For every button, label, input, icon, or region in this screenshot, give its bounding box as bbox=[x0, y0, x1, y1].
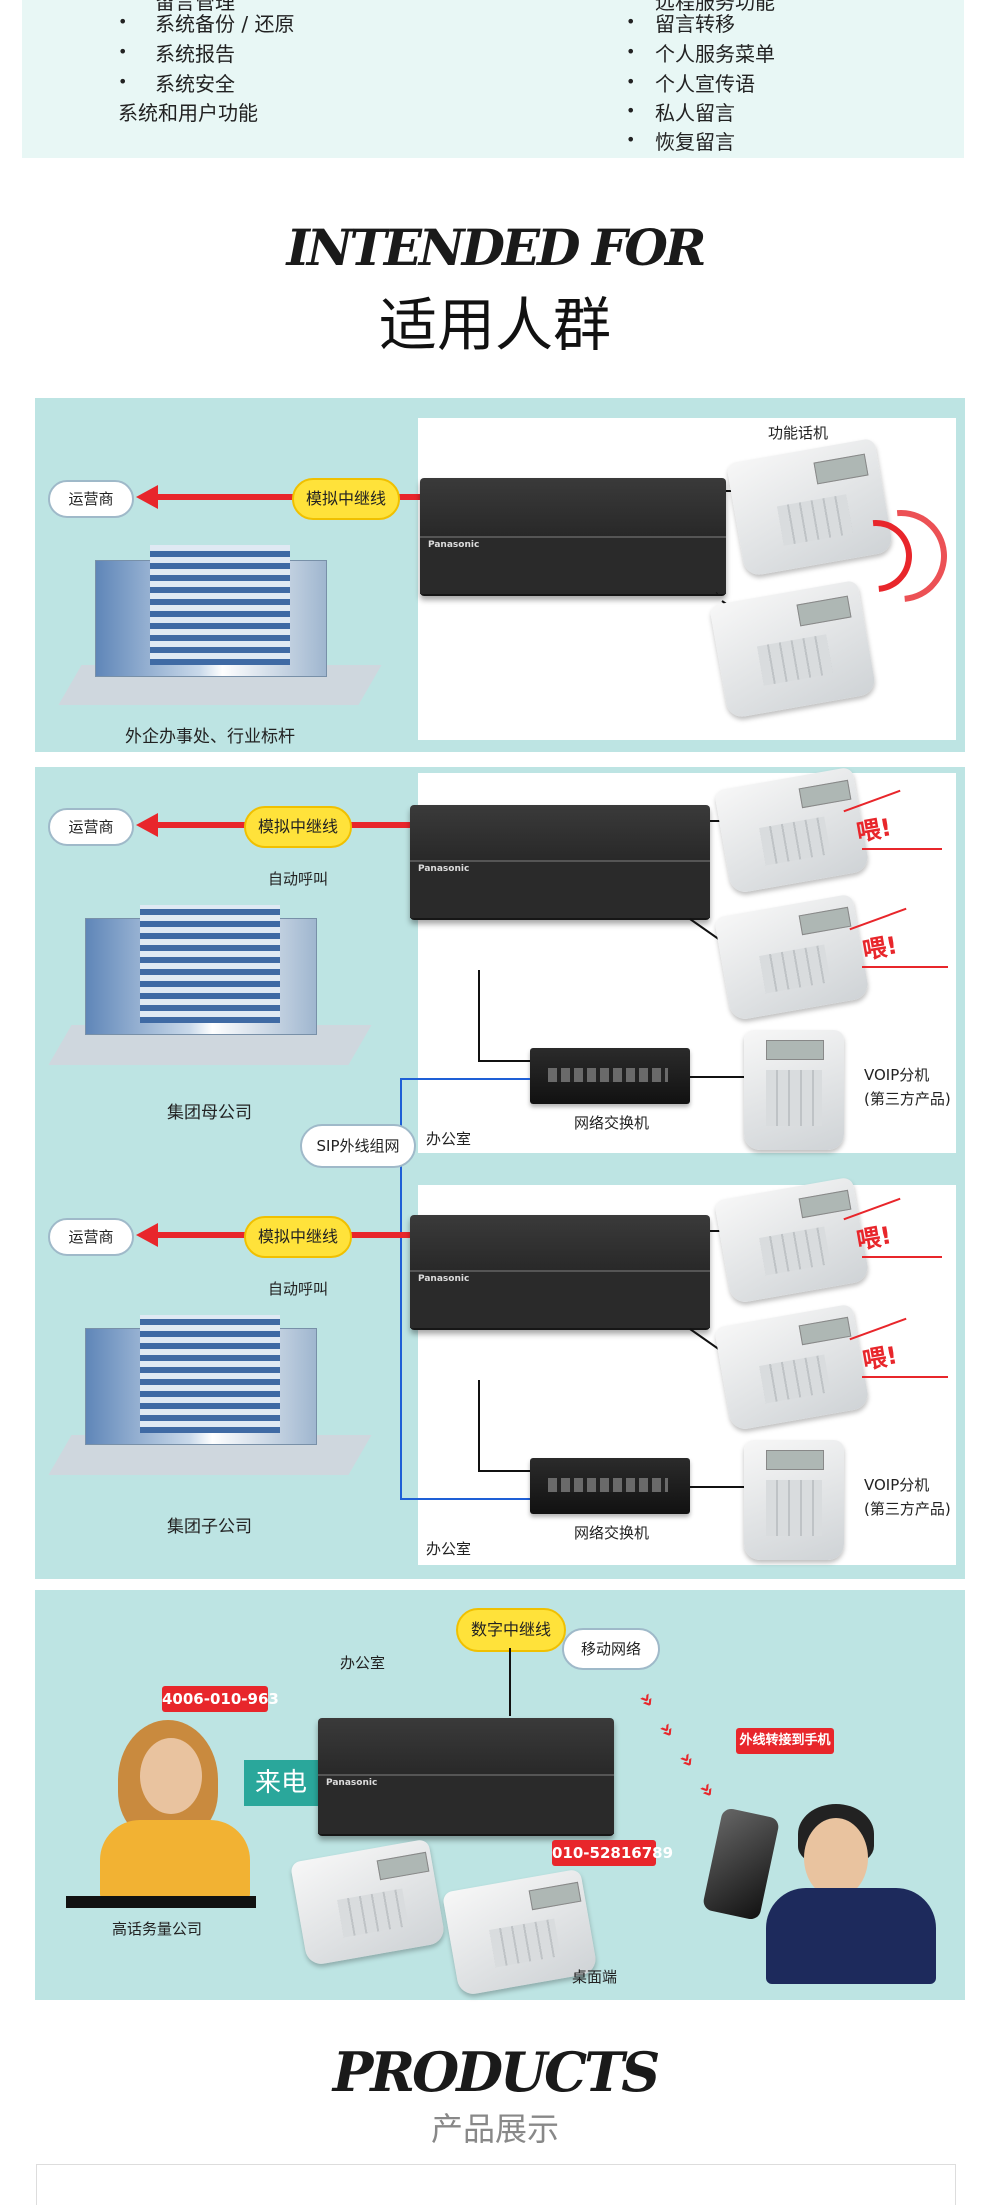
bullet: • bbox=[626, 101, 636, 120]
feature-item: 私人留言 bbox=[655, 101, 735, 125]
ringing-text: 喂! bbox=[860, 931, 900, 965]
sip-link-line bbox=[400, 1078, 530, 1080]
products-heading-english: PRODUCTS bbox=[332, 2040, 661, 2104]
bullet: • bbox=[626, 12, 636, 31]
office-label: 办公室 bbox=[340, 1654, 386, 1672]
feature-group-title: 系统和用户功能 bbox=[118, 101, 258, 125]
feature-item: 个人宣传语 bbox=[655, 72, 755, 96]
pbx-brand: Panasonic bbox=[326, 1778, 378, 1788]
ringing-text: 喂! bbox=[854, 1221, 894, 1255]
heading-chinese: 适用人群 bbox=[378, 291, 611, 359]
product-list-container bbox=[36, 2164, 956, 2205]
woman-face bbox=[140, 1738, 202, 1814]
connector-line bbox=[690, 1076, 744, 1078]
sip-link-line bbox=[400, 1498, 530, 1500]
man-suit bbox=[766, 1888, 936, 1984]
building-tower bbox=[150, 545, 290, 665]
ringing-mark bbox=[862, 848, 942, 850]
branch-label: 集团子公司 bbox=[167, 1517, 252, 1537]
phone-keypad bbox=[766, 1480, 822, 1536]
products-heading-chinese: 产品展示 bbox=[430, 2110, 559, 2148]
digital-trunk-cloud: 数字中继线 bbox=[456, 1608, 566, 1652]
desktop-label: 桌面端 bbox=[572, 1968, 618, 1986]
auto-call-label: 自动呼叫 bbox=[268, 870, 329, 888]
pbx-brand: Panasonic bbox=[418, 864, 470, 874]
ringing-mark bbox=[862, 1256, 942, 1258]
building-tower bbox=[140, 1315, 280, 1433]
phone-screen bbox=[766, 1450, 824, 1470]
scene-caption: 外企办事处、行业标杆 bbox=[125, 727, 295, 747]
red-arrow-head bbox=[136, 485, 158, 509]
red-arrow-head bbox=[136, 813, 158, 837]
pbx-front-panel bbox=[318, 1774, 614, 1834]
connector-line bbox=[478, 1060, 530, 1062]
office-label: 办公室 bbox=[426, 1130, 472, 1148]
bullet: • bbox=[118, 12, 128, 31]
trunk-cloud: 模拟中继线 bbox=[244, 806, 352, 848]
building-tower bbox=[140, 905, 280, 1023]
voip-sublabel: (第三方产品) bbox=[864, 1500, 951, 1518]
heading-english: INTENDED FOR bbox=[286, 218, 707, 277]
switch-label: 网络交换机 bbox=[574, 1114, 650, 1132]
feature-item: 系统安全 bbox=[155, 72, 235, 96]
voip-label: VOIP分机 bbox=[864, 1066, 930, 1084]
auto-call-label: 自动呼叫 bbox=[268, 1280, 329, 1298]
connector-line bbox=[478, 1470, 530, 1472]
bullet: • bbox=[118, 42, 128, 61]
desk-number-tag: 010-52816789 bbox=[552, 1840, 673, 1866]
carrier-cloud: 运营商 bbox=[48, 480, 134, 518]
bullet: • bbox=[118, 72, 128, 91]
trunk-cloud: 模拟中继线 bbox=[292, 478, 400, 520]
pbx-brand: Panasonic bbox=[428, 540, 480, 550]
ringing-text: 喂! bbox=[860, 1341, 900, 1375]
feature-item: 留言转移 bbox=[655, 12, 735, 36]
phone-keypad bbox=[766, 1070, 822, 1126]
man-face bbox=[804, 1818, 868, 1898]
connector-line bbox=[690, 1486, 744, 1488]
connector-line bbox=[478, 1380, 480, 1472]
pbx-front-panel bbox=[420, 536, 726, 594]
connector-line bbox=[509, 1648, 511, 1716]
carrier-cloud: 运营商 bbox=[48, 1218, 134, 1256]
hotline-tag: 4006-010-963 bbox=[162, 1686, 279, 1712]
ringing-text: 喂! bbox=[854, 813, 894, 847]
feature-item-cut-right: 远程服务功能 bbox=[655, 0, 775, 14]
feature-item-cut-left: 留言管理 bbox=[155, 0, 235, 14]
trunk-arrow bbox=[156, 494, 426, 500]
switch-ports bbox=[548, 1478, 668, 1492]
feature-panel bbox=[22, 0, 964, 158]
trunk-cloud: 模拟中继线 bbox=[244, 1216, 352, 1258]
switch-label: 网络交换机 bbox=[574, 1524, 650, 1542]
office-label: 办公室 bbox=[426, 1540, 472, 1558]
phone-screen bbox=[766, 1040, 824, 1060]
feature-item: 恢复留言 bbox=[655, 130, 735, 154]
switch-ports bbox=[548, 1068, 668, 1082]
incoming-call-tag: 来电 bbox=[244, 1760, 318, 1806]
pbx-front-panel bbox=[410, 1270, 710, 1328]
ringing-mark bbox=[862, 966, 948, 968]
phone-label: 功能话机 bbox=[768, 424, 829, 442]
company-label: 高话务量公司 bbox=[112, 1920, 203, 1938]
pbx-brand: Panasonic bbox=[418, 1274, 470, 1284]
bullet: • bbox=[626, 72, 636, 91]
forward-tag: 外线转接到手机 bbox=[736, 1728, 834, 1754]
sip-cloud: SIP外线组网 bbox=[300, 1124, 416, 1168]
feature-item: 系统报告 bbox=[155, 42, 235, 66]
bullet: • bbox=[626, 42, 636, 61]
mobile-network-cloud: 移动网络 bbox=[562, 1628, 660, 1670]
feature-item: 个人服务菜单 bbox=[655, 42, 775, 66]
connector-line bbox=[478, 970, 480, 1062]
sip-link-line bbox=[400, 1078, 402, 1500]
voip-sublabel: (第三方产品) bbox=[864, 1090, 951, 1108]
bullet: • bbox=[626, 130, 636, 149]
pbx-front-panel bbox=[410, 860, 710, 918]
red-arrow-head bbox=[136, 1223, 158, 1247]
desk bbox=[66, 1896, 256, 1908]
carrier-cloud: 运营商 bbox=[48, 808, 134, 846]
ringing-mark bbox=[862, 1376, 948, 1378]
woman-shirt bbox=[100, 1820, 250, 1900]
feature-item: 系统备份 / 还原 bbox=[155, 12, 295, 36]
hq-label: 集团母公司 bbox=[167, 1103, 252, 1123]
voip-label: VOIP分机 bbox=[864, 1476, 930, 1494]
